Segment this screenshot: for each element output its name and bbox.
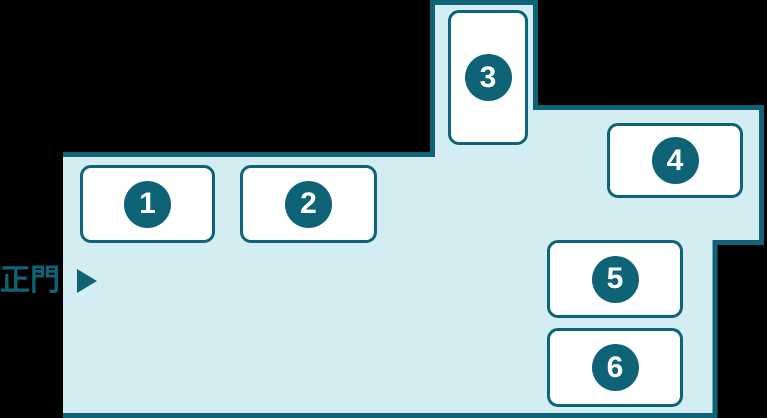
building-4-number-badge: 4 [651,137,699,184]
building-5-number-badge: 5 [591,255,639,303]
building-4: 4 [607,123,743,198]
building-1-number-badge: 1 [124,180,171,228]
building-5: 5 [547,240,683,318]
building-3-number-badge: 3 [464,54,512,101]
main-gate-label: 正門 [0,264,60,297]
building-3: 3 [448,10,528,145]
building-1: 1 [80,165,215,243]
building-6-number-badge: 6 [591,344,639,391]
main-gate-marker: 正門 [0,264,97,298]
building-2: 2 [240,165,377,243]
gate-arrow-icon [77,269,97,293]
grounds-border [63,0,764,418]
building-6: 6 [547,328,683,407]
building-2-number-badge: 2 [285,180,332,228]
